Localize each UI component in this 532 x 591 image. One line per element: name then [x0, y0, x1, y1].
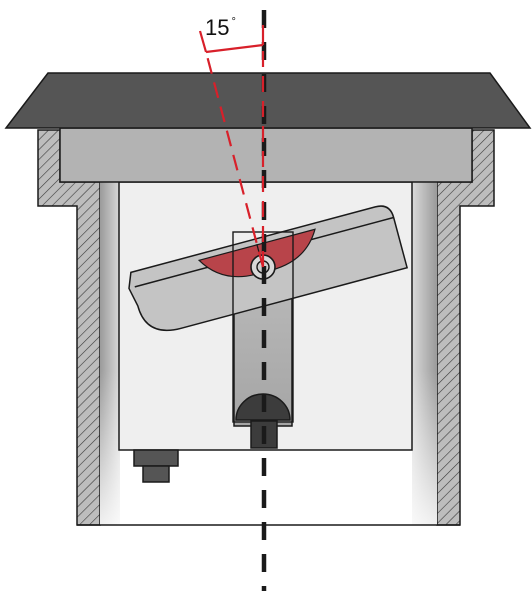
- angle-arc-chord: [205, 43, 264, 54]
- red-tilted-line: [204, 51, 265, 268]
- angle-tick-left: [198, 30, 208, 53]
- angle-reference-lines: [198, 25, 265, 268]
- right-wall: [436, 129, 495, 526]
- angle-unit: °: [231, 16, 235, 28]
- bolt-head: [133, 449, 179, 467]
- roof-cap: [4, 72, 532, 129]
- angle-value: 15: [205, 15, 229, 40]
- left-wall: [37, 129, 101, 526]
- angle-label: 15°: [205, 15, 236, 40]
- bolt-body: [142, 465, 170, 483]
- bottom-bolt: [133, 449, 179, 483]
